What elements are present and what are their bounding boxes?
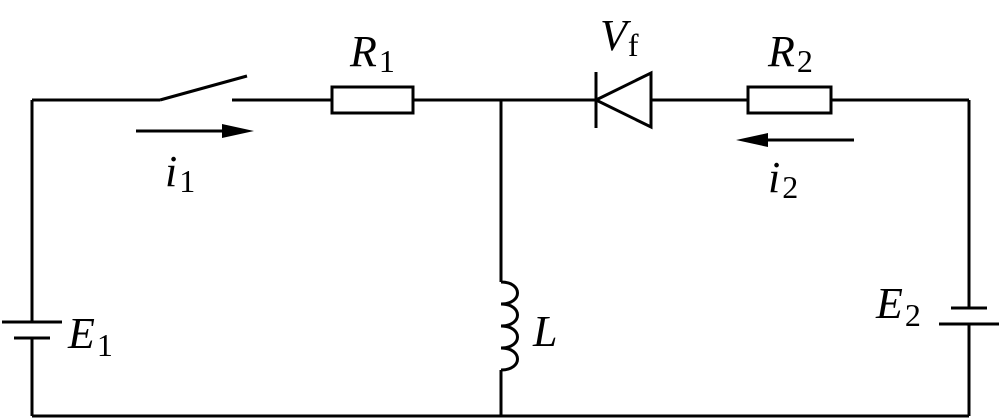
switch-blade <box>159 74 248 102</box>
label-i2: i2 <box>768 153 798 205</box>
arrow-i2 <box>736 133 854 147</box>
label-r1: R1 <box>349 27 395 79</box>
arrow-i2-head <box>736 133 768 147</box>
diode-triangle <box>592 70 653 130</box>
arrow-i1-head <box>222 124 254 138</box>
label-e1: E1 <box>67 309 113 363</box>
resistor-r1 <box>330 85 415 115</box>
arrow-i1 <box>136 124 254 138</box>
label-i1: i1 <box>165 147 195 199</box>
label-l: L <box>532 307 557 356</box>
battery-e2 <box>939 306 999 326</box>
inductor-l <box>500 280 519 372</box>
label-vf: Vf <box>600 11 639 63</box>
label-r2: R2 <box>767 27 813 79</box>
diode-vf <box>592 70 653 130</box>
resistor-r2 <box>746 85 833 115</box>
switch <box>159 74 248 102</box>
label-e2: E2 <box>875 279 921 333</box>
battery-e1 <box>2 320 62 340</box>
